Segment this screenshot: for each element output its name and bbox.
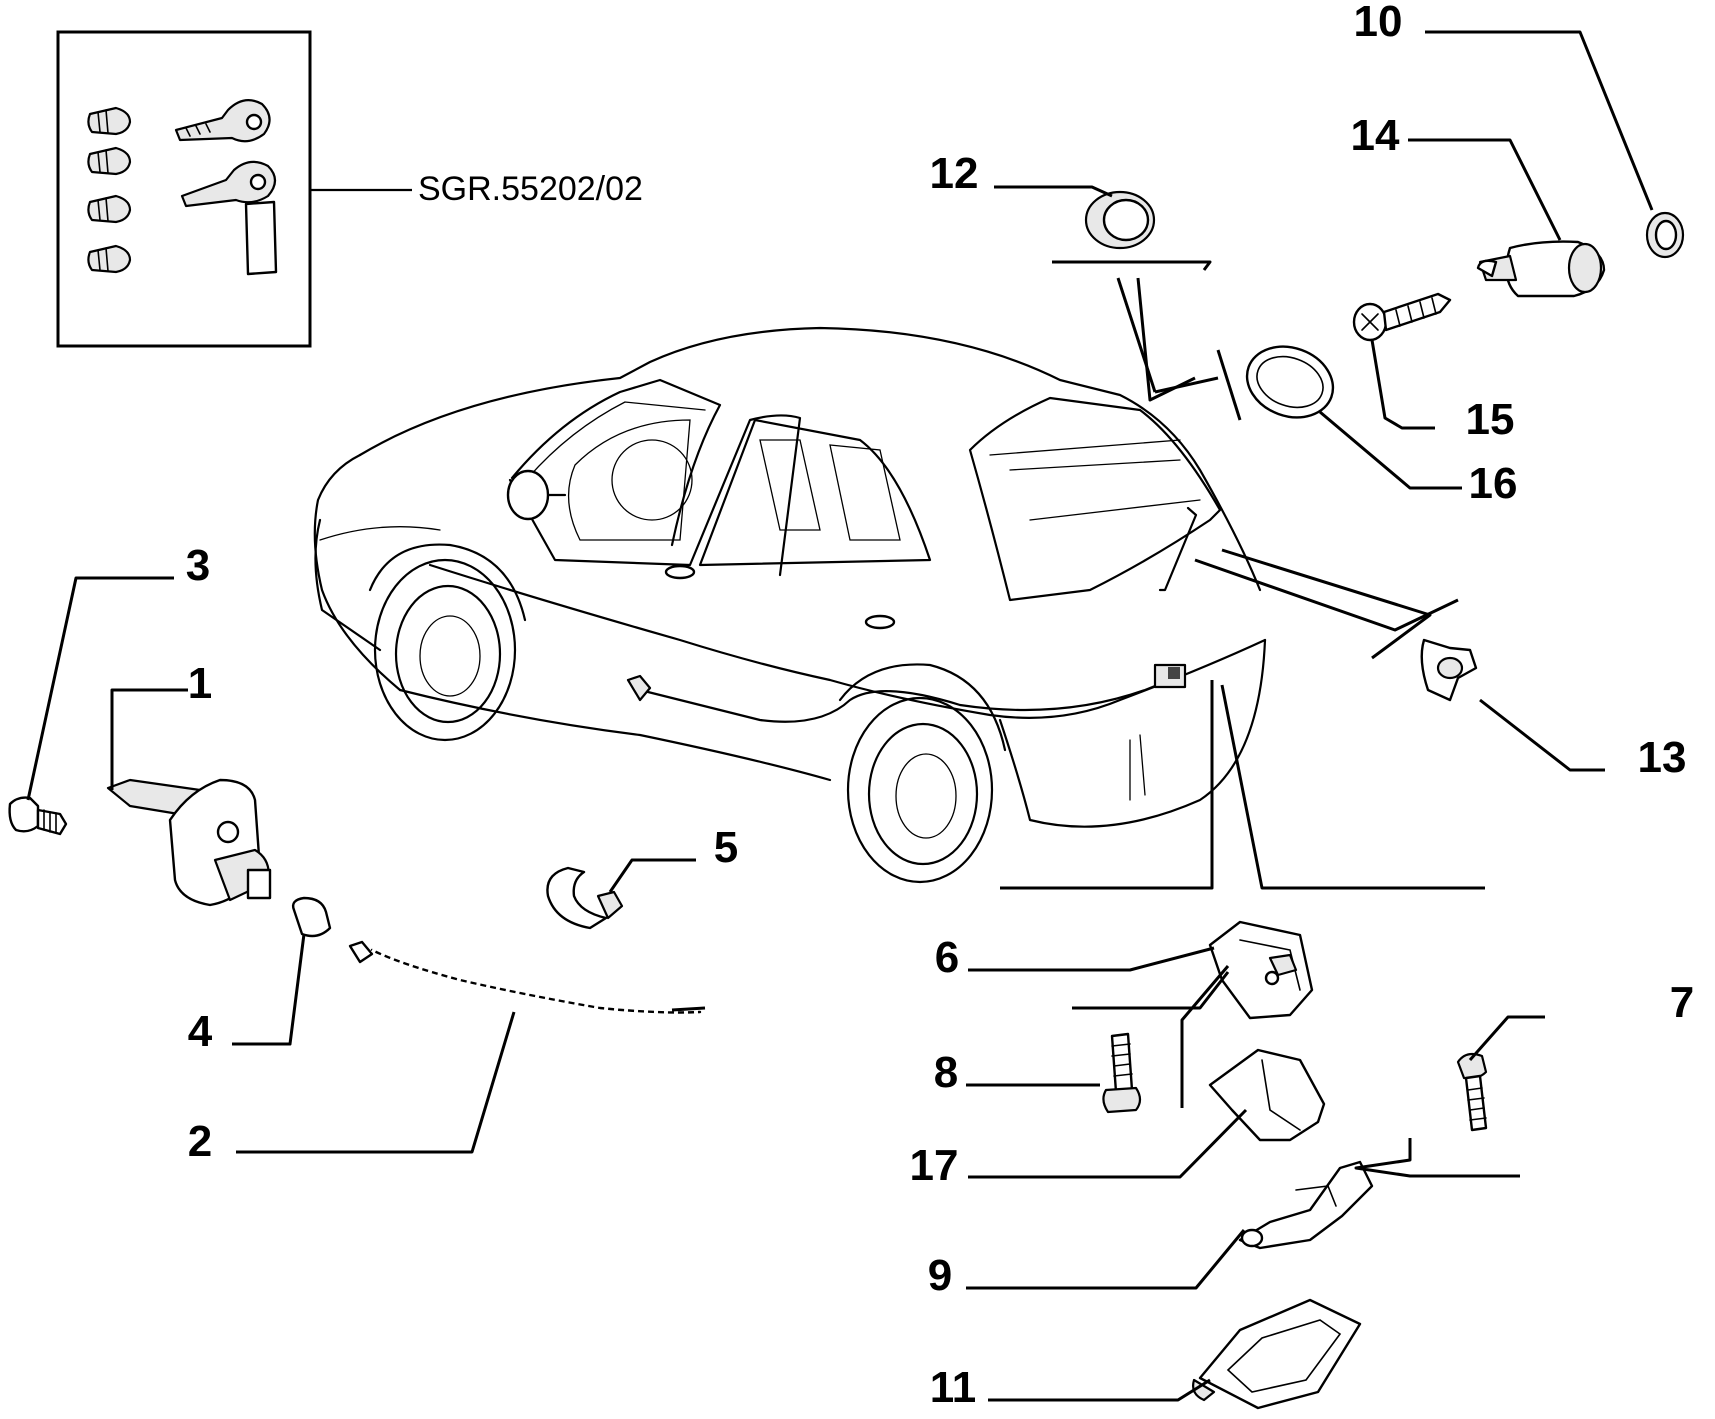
leader-lines <box>26 30 1654 1402</box>
key-icon <box>174 99 271 143</box>
callout-9: 9 <box>928 1251 952 1300</box>
part-8-bolt <box>1102 1032 1142 1114</box>
key-with-tag-icon <box>180 160 278 276</box>
callout-14: 14 <box>1351 111 1400 160</box>
key-kit-box <box>56 30 412 348</box>
callout-12: 12 <box>930 149 979 198</box>
part-5-clip <box>546 866 624 930</box>
callout-4: 4 <box>188 1007 213 1056</box>
part-16-oval-cover <box>1245 345 1335 419</box>
part-14-lock-cylinder <box>1476 240 1606 298</box>
car-body <box>313 326 1267 884</box>
part-11-tray <box>1192 1298 1362 1410</box>
callout-13: 13 <box>1638 733 1687 782</box>
callout-15: 15 <box>1466 395 1515 444</box>
part-12-grommet <box>1084 190 1156 250</box>
part-4-cap <box>291 896 332 938</box>
callout-8: 8 <box>934 1048 958 1097</box>
part-9-striker <box>1238 1160 1374 1250</box>
part-10-washer <box>1645 211 1685 259</box>
part-3-screw <box>8 796 68 836</box>
rear-wheel <box>846 696 994 884</box>
part-17-plate <box>1208 1048 1326 1142</box>
part-13-bracket-clip <box>1420 638 1478 702</box>
callout-numbers: 10 14 12 15 16 13 3 1 5 6 4 7 8 2 17 9 1… <box>186 0 1694 1412</box>
lock-cylinders <box>87 106 132 274</box>
callout-6: 6 <box>935 933 959 982</box>
callout-1: 1 <box>188 659 212 708</box>
callout-5: 5 <box>714 823 738 872</box>
callout-3: 3 <box>186 541 210 590</box>
part-7-bolt <box>1456 1052 1488 1132</box>
part-2-cable <box>348 940 706 1015</box>
part-15-screw <box>1352 292 1452 342</box>
callout-2: 2 <box>188 1117 212 1166</box>
callout-10: 10 <box>1354 0 1403 46</box>
callout-7: 7 <box>1670 978 1694 1027</box>
front-wheel <box>373 558 517 742</box>
callout-16: 16 <box>1469 459 1518 508</box>
kit-reference-label: SGR.55202/02 <box>418 170 643 208</box>
part-1-lock-housing <box>106 778 272 907</box>
callout-11: 11 <box>930 1363 977 1412</box>
part-6-latch <box>1208 920 1314 1020</box>
callout-17: 17 <box>910 1141 959 1190</box>
